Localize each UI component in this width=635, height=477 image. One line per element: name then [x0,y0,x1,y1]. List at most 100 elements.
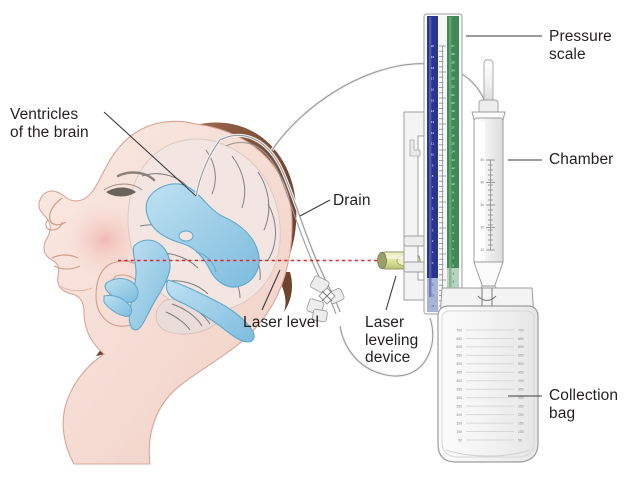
svg-text:0: 0 [452,263,454,267]
svg-text:500: 500 [456,362,462,366]
three-way-stopcock [306,275,345,323]
svg-text:11: 11 [431,142,434,146]
svg-text:100: 100 [518,430,524,434]
svg-text:17: 17 [451,125,455,129]
svg-text:7: 7 [432,185,434,189]
svg-text:0: 0 [432,261,434,265]
svg-text:24: 24 [451,68,455,72]
svg-text:23: 23 [451,77,455,81]
svg-text:-1: -1 [431,272,434,276]
svg-text:1: 1 [432,250,434,254]
svg-text:550: 550 [456,354,462,358]
svg-text:400: 400 [518,379,524,383]
svg-text:-1: -1 [452,272,455,276]
svg-text:17: 17 [431,77,435,81]
svg-text:650: 650 [518,337,524,341]
svg-text:300: 300 [456,396,462,400]
svg-text:650: 650 [456,337,462,341]
svg-text:13: 13 [431,120,435,124]
svg-text:200: 200 [518,413,524,417]
label-drain: Drain [333,192,371,209]
leader-laser-device [385,275,397,311]
svg-text:13: 13 [451,158,455,162]
leader-laser-level [261,269,281,311]
svg-text:18: 18 [431,66,435,70]
label-laser-level: Laser level [243,314,320,331]
svg-text:250: 250 [518,404,524,408]
svg-text:14: 14 [431,109,435,113]
svg-text:25: 25 [451,60,455,64]
svg-text:10: 10 [451,182,455,186]
brain-ventricles [103,183,260,343]
svg-text:450: 450 [456,371,462,375]
leader-drain [299,199,331,217]
svg-text:12: 12 [431,131,435,135]
svg-text:450: 450 [518,371,524,375]
svg-text:4: 4 [452,231,454,235]
label-ventricles-of-the-brain: Ventricles of the brain [10,106,89,141]
label-collection-bag: Collection bag [549,387,619,422]
svg-text:700: 700 [456,328,462,332]
svg-text:150: 150 [518,421,524,425]
svg-text:5: 5 [452,223,454,227]
svg-text:-2: -2 [431,282,434,286]
svg-text:500: 500 [518,362,524,366]
svg-text:2: 2 [432,239,434,243]
svg-text:400: 400 [456,379,462,383]
svg-text:14: 14 [451,150,455,154]
svg-text:18: 18 [451,117,455,121]
svg-text:700: 700 [518,328,524,332]
iv-pole-bracket [403,111,429,301]
svg-text:15: 15 [431,98,435,102]
svg-text:10: 10 [431,152,435,156]
label-pressure-scale: Pressure scale [549,28,612,63]
svg-text:350: 350 [456,388,462,392]
patient-head [38,120,297,465]
svg-text:8: 8 [432,174,434,178]
svg-text:21: 21 [451,93,455,97]
svg-text:100: 100 [456,430,462,434]
svg-text:20: 20 [431,44,435,48]
svg-text:200: 200 [456,413,462,417]
svg-text:16: 16 [451,133,455,137]
svg-text:40: 40 [480,181,484,185]
svg-text:-4: -4 [431,304,434,308]
svg-text:27: 27 [451,44,455,48]
svg-text:50: 50 [480,158,484,162]
svg-text:2: 2 [452,247,454,251]
collection-bag: 700 700 650 650 600 600 550 550 500 500 450 450 400 4… [437,287,539,463]
leader-ventricles [103,111,197,197]
svg-text:9: 9 [452,190,454,194]
svg-text:20: 20 [480,226,484,230]
svg-text:550: 550 [518,354,524,358]
label-laser-leveling-device: Laser leveling device [365,314,419,366]
svg-text:600: 600 [456,345,462,349]
svg-text:8: 8 [452,198,454,202]
drip-chamber: 50 40 30 20 10 [457,59,521,343]
svg-text:30: 30 [480,203,484,207]
svg-text:600: 600 [518,345,524,349]
svg-text:7: 7 [452,207,454,211]
label-chamber: Chamber [549,151,614,168]
svg-text:12: 12 [451,166,455,170]
svg-text:16: 16 [431,87,435,91]
svg-text:5: 5 [432,207,434,211]
pressure-scale: 20191817161514131211109876543210-1-2-3-4… [423,13,463,315]
svg-text:6: 6 [432,196,434,200]
svg-text:19: 19 [431,55,435,59]
svg-text:350: 350 [518,388,524,392]
svg-text:300: 300 [518,396,524,400]
leader-lines [103,35,542,397]
svg-text:22: 22 [451,85,455,89]
svg-text:10: 10 [480,248,484,252]
svg-text:6: 6 [452,215,454,219]
svg-text:26: 26 [451,52,455,56]
svg-text:15: 15 [451,142,455,146]
svg-text:3: 3 [432,228,434,232]
svg-text:11: 11 [451,174,454,178]
svg-text:20: 20 [451,101,455,105]
svg-text:19: 19 [451,109,455,113]
svg-text:150: 150 [456,421,462,425]
